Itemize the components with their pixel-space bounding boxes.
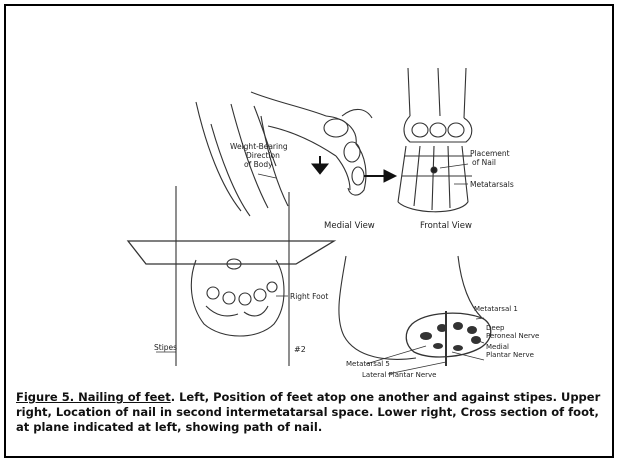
label-stipes: Stipes [154,343,177,352]
weight-arrow-icon [312,164,328,174]
section-plane [128,241,334,264]
stipes-drawing [176,186,289,366]
label-weight-bearing: Weight-Bearing [230,142,288,151]
label-peroneal-nerve: Peroneal Nerve [486,332,539,340]
right-arrow-icon [384,170,396,182]
right-foot-drawing [191,259,284,336]
feet-nailing-illustration: Weight-Bearing Direction of Body Placeme… [6,6,612,386]
label-of-body: of Body [244,160,273,169]
label-of-nail: of Nail [472,158,496,167]
label-metatarsals: Metatarsals [470,180,514,189]
label-direction: Direction [246,151,280,160]
label-metatarsal-1: Metatarsal 1 [474,305,518,313]
figure-frame: Weight-Bearing Direction of Body Placeme… [4,4,614,458]
label-lateral-plantar-nerve: Lateral Plantar Nerve [362,371,436,379]
label-deep: Deep [486,324,505,332]
label-medial-view: Medial View [324,221,375,231]
label-plantar-nerve: Plantar Nerve [486,351,534,359]
label-placement: Placement [470,149,510,158]
frontal-view-drawing [398,68,472,212]
label-medial: Medial [486,343,509,351]
leader-lines [156,164,484,374]
label-mark: #2 [294,345,306,354]
figure-caption: Figure 5. Nailing of feet. Left, Positio… [16,390,606,435]
label-right-foot: Right Foot [290,292,328,301]
caption-title: Figure 5. Nailing of feet [16,390,171,404]
label-frontal-view: Frontal View [420,221,472,231]
label-metatarsal-5: Metatarsal 5 [346,360,390,368]
